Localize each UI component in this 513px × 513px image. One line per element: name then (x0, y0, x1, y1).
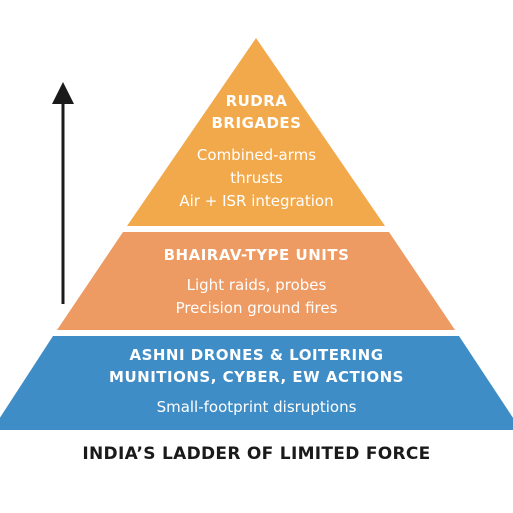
tier-bottom-title-2: MUNITIONS, CYBER, EW ACTIONS (109, 368, 404, 386)
tier-middle-text: BHAIRAV-TYPE UNITS Light raids, probes P… (0, 244, 513, 320)
tier-middle-line-1: Light raids, probes (186, 276, 327, 294)
tier-top-line-2: thrusts (230, 169, 283, 187)
tier-top-text: RUDRA BRIGADES Combined-arms thrusts Air… (0, 90, 513, 213)
diagram-caption: INDIA’S LADDER OF LIMITED FORCE (82, 444, 431, 464)
tier-middle-line-2: Precision ground fires (175, 299, 338, 317)
tier-top-line-1: Combined-arms (196, 146, 317, 164)
tier-bottom-title-1: ASHNI DRONES & LOITERING (129, 346, 384, 364)
tier-top-title-2: BRIGADES (211, 114, 302, 132)
tier-bottom-text: ASHNI DRONES & LOITERING MUNITIONS, CYBE… (0, 344, 513, 419)
tier-bottom-line-1: Small-footprint disruptions (156, 398, 357, 416)
tier-top-line-3: Air + ISR integration (179, 192, 334, 210)
tier-middle-title: BHAIRAV-TYPE UNITS (163, 246, 350, 264)
up-arrow-icon (52, 82, 74, 304)
tier-top-title-1: RUDRA (225, 92, 288, 110)
tier-bottom-shape (0, 336, 513, 430)
tier-top-shape (127, 38, 385, 226)
tier-middle-shape (57, 232, 455, 330)
